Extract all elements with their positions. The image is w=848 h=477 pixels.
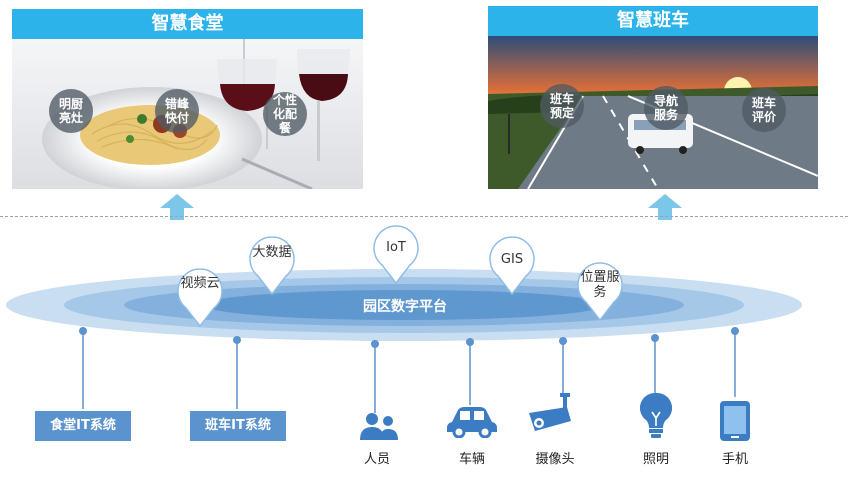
device-label-lighting: 照明 [642,452,669,467]
up-arrow-icon [160,194,194,220]
pin-iot-label: IoT [386,240,406,255]
pin-big-data [249,236,295,296]
canteen-title: 智慧食堂 [12,9,363,39]
pin-location [577,262,623,322]
pin-gis [489,236,535,296]
bus-title: 智慧班车 [488,6,818,36]
device-label-people: 人员 [363,452,390,467]
platform-label: 园区数字平台 [363,299,447,315]
canteen-bubble-custom-meal: 个性化配餐 [263,92,307,136]
car-icon [447,407,497,438]
canteen-bubble-staggered-pay: 错峰快付 [155,89,199,133]
bus-bubble-booking: 班车预定 [540,84,584,128]
connector-lines [79,327,739,413]
device-label-camera: 摄像头 [535,452,575,467]
pin-big-data-label: 大数据 [252,245,292,260]
camera-icon [529,393,571,431]
bus-it-system: 班车IT系统 [190,411,286,441]
pin-video-cloud [177,268,223,328]
bus-bubble-rating: 班车评价 [742,88,786,132]
pin-location-label: 位置服务 [580,270,620,300]
bulb-icon [640,392,672,438]
pin-iot [373,225,419,285]
pin-gis-label: GIS [500,252,524,267]
up-arrow-icon [648,194,682,220]
pin-video-cloud-label: 视频云 [180,276,220,291]
people-icon [360,413,398,440]
section-divider [0,216,848,217]
canteen-bubble-open-kitchen: 明厨亮灶 [49,89,93,133]
phone-icon [720,401,750,441]
bus-bubble-navigation: 导航服务 [644,86,688,130]
canteen-it-system: 食堂IT系统 [35,411,131,441]
device-label-vehicle: 车辆 [458,452,485,467]
device-label-phone: 手机 [721,452,748,467]
